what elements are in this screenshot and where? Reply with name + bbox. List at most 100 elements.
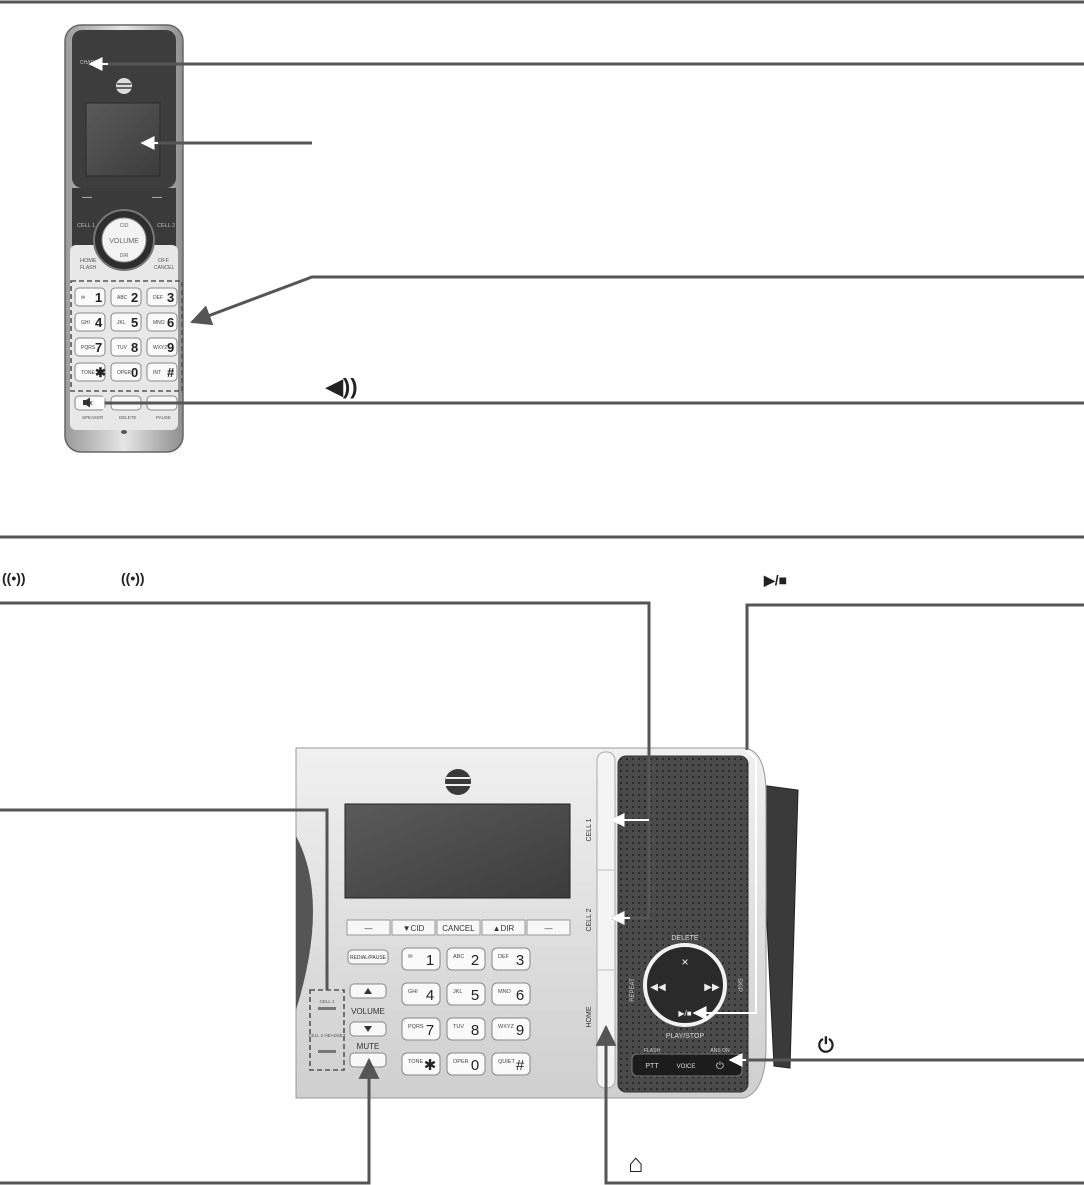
handset-nav-down-label[interactable]: DIR (120, 253, 129, 259)
base-softkey[interactable]: — (526, 919, 571, 936)
base-key-sub: ABC (453, 954, 464, 960)
base-key[interactable]: QUIET# (491, 1052, 531, 1076)
base-cell2-button[interactable]: CELL 2 (586, 908, 593, 931)
handset-volume-label[interactable]: VOLUME (109, 238, 139, 245)
base-softkey-face[interactable] (346, 919, 391, 936)
handset-key-face[interactable] (110, 362, 142, 382)
handset-delete-label: DELETE (119, 415, 137, 420)
base-key-face[interactable] (491, 1017, 531, 1041)
base-home-button[interactable]: HOME (586, 1006, 593, 1027)
handset-key-face[interactable] (74, 287, 106, 307)
handset-key-face[interactable] (146, 362, 178, 382)
base-skip-icon[interactable]: ▶▶ (704, 982, 720, 993)
handset-key[interactable]: TONE✱ (74, 362, 106, 382)
handset-softkey-left[interactable]: — (82, 192, 92, 203)
handset-key-face[interactable] (74, 312, 106, 332)
base-answering-ring[interactable] (643, 943, 727, 1027)
base-softkey-face[interactable] (436, 919, 481, 936)
handset-cell1-label[interactable]: CELL 1 (77, 223, 95, 229)
handset-key-sub: JKL (117, 320, 126, 326)
base-ptt-button[interactable]: PTT (645, 1063, 659, 1070)
base-cell2-led-label: CELL 2 HEADSET (308, 1033, 346, 1038)
base-softkey[interactable]: CANCEL (436, 919, 481, 936)
handset-softkey-right[interactable]: — (152, 192, 162, 203)
base-key[interactable]: ✉1 (401, 947, 441, 971)
base-speaker-panel (617, 755, 749, 1093)
base-key-face[interactable] (401, 1052, 441, 1076)
base-softkey-face[interactable] (391, 919, 436, 936)
base-key-sub: WXYZ (498, 1024, 515, 1030)
handset-key[interactable]: INT# (146, 362, 178, 382)
handset-cancel-label: CANCEL (154, 265, 175, 271)
base-softkey-face[interactable] (481, 919, 526, 936)
base-key-face[interactable] (446, 982, 486, 1006)
base-key-digit: 7 (426, 1022, 434, 1039)
handset-key-face[interactable] (74, 362, 106, 382)
base-redial-button[interactable] (347, 949, 389, 965)
handset-key-face[interactable] (110, 337, 142, 357)
base-key-face[interactable] (491, 1052, 531, 1076)
handset-nav-up-label[interactable]: CID (120, 223, 129, 229)
base-key-face[interactable] (446, 1017, 486, 1041)
cell-callout-icon-1: ((•)) (2, 570, 26, 586)
base-key-face[interactable] (446, 1052, 486, 1076)
base-cell2-led-label-line: CELL 2 HEADSET (308, 1033, 346, 1038)
base-cell1-button[interactable]: CELL 1 (586, 818, 593, 841)
base-softkey[interactable]: — (346, 919, 391, 936)
handset-key-face[interactable] (110, 312, 142, 332)
base-power-button-icon[interactable]: ⏻ (716, 1061, 724, 1072)
handset-key-face[interactable] (74, 337, 106, 357)
base-key-face[interactable] (446, 947, 486, 971)
handset-key-face[interactable] (146, 287, 178, 307)
base-softkey-label: ▲DIR (493, 924, 515, 933)
base-key[interactable]: GHI 4 (401, 982, 441, 1006)
handset-key-digit: 1 (95, 290, 102, 305)
handset-cell2-label[interactable]: CELL 2 (157, 223, 175, 229)
base-key-face[interactable] (401, 947, 441, 971)
base-softkey-face[interactable] (526, 919, 571, 936)
base-key-digit: 4 (426, 987, 434, 1004)
base-key-face[interactable] (401, 1017, 441, 1041)
handset-off-label[interactable]: OFF (158, 258, 170, 264)
base-softkey[interactable]: ▲DIR (481, 919, 526, 936)
power-callout-icon: ⏻ (818, 1035, 834, 1057)
base-key-face[interactable] (491, 947, 531, 971)
handset-key-digit: 3 (167, 290, 174, 305)
base-voice-button[interactable]: VOICE (677, 1064, 696, 1070)
handset-key-face[interactable] (146, 312, 178, 332)
base-key-sub: GHI (408, 989, 418, 995)
handset-key-face[interactable] (110, 287, 142, 307)
handset-key-digit: 4 (95, 315, 103, 330)
handset-home-label[interactable]: HOME (80, 258, 97, 264)
handset-key-sub: PQRS (81, 345, 96, 351)
base-play-stop-icon[interactable]: ▶/■ (678, 1009, 691, 1018)
base-softkey[interactable]: ▼CID (391, 919, 436, 936)
handset-nav-center[interactable] (101, 217, 147, 263)
handset-key[interactable]: ✉1 (74, 287, 106, 307)
handset-key-face[interactable] (146, 337, 178, 357)
base-key[interactable]: TONE✱ (401, 1052, 441, 1076)
handset-key-sub: ABC (117, 295, 128, 301)
base-key-face[interactable] (401, 982, 441, 1006)
base-key-face[interactable] (491, 982, 531, 1006)
base-delete-x-icon[interactable]: × (681, 955, 688, 969)
base-repeat-icon[interactable]: ◀◀ (650, 982, 666, 993)
